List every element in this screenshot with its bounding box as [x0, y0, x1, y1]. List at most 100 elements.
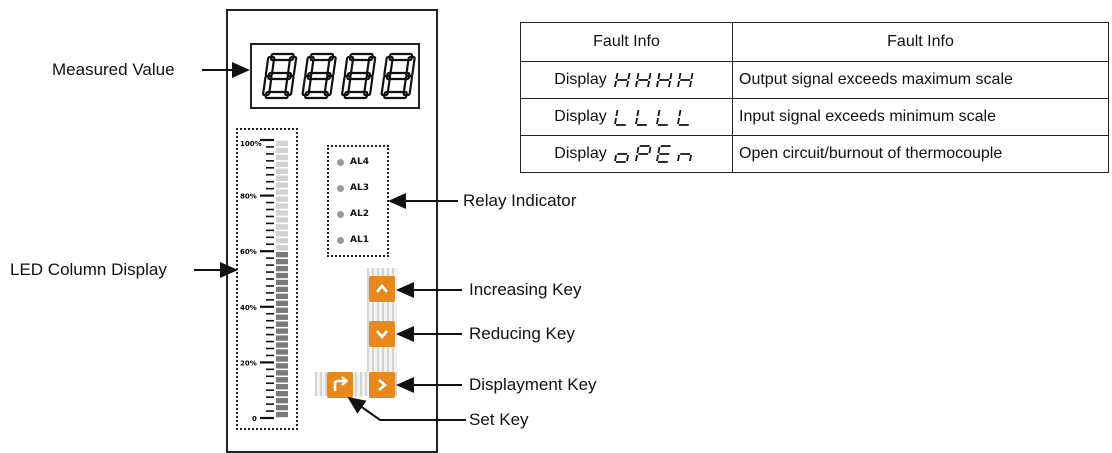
chevron-up-icon	[376, 283, 388, 293]
table-header-cell: Fault Info	[732, 22, 1109, 62]
led-segment	[276, 370, 288, 376]
seven-segment-code	[613, 145, 692, 163]
code-glyph	[655, 145, 671, 163]
seven-segment-code	[613, 110, 689, 126]
reducing-key[interactable]	[369, 321, 395, 347]
set-key[interactable]	[327, 372, 353, 398]
led-segment	[276, 356, 288, 362]
seven-segment-code	[613, 73, 694, 87]
led-segment	[276, 328, 288, 334]
led-segment	[276, 217, 288, 223]
code-segment	[627, 73, 631, 79]
code-glyph	[613, 73, 631, 87]
code-segment	[655, 118, 659, 124]
led-segment	[276, 404, 288, 411]
relay-led-icon	[337, 236, 344, 244]
code-segment	[648, 147, 652, 153]
fault-info-cell: Input signal exceeds minimum scale	[732, 98, 1109, 136]
code-segment	[667, 81, 671, 87]
digit-segment	[306, 71, 332, 81]
relay-label: AL3	[350, 183, 369, 193]
code-glyph	[634, 145, 652, 161]
table-header-cell: Fault Info	[520, 22, 733, 62]
led-segment	[276, 175, 288, 181]
relay-al1: AL1	[337, 235, 369, 245]
fault-info-cell: Open circuit/burnout of thermocouple	[732, 135, 1109, 173]
code-segment	[657, 73, 661, 79]
led-segment	[276, 391, 288, 397]
led-segment	[276, 314, 288, 320]
led-segment	[276, 182, 288, 188]
chevron-right-icon	[378, 379, 388, 391]
led-segment	[276, 321, 288, 327]
led-segment	[276, 161, 288, 167]
set-key-arrow	[347, 396, 466, 421]
seven-segment-digit	[380, 52, 416, 100]
scale-label: 20%	[240, 359, 257, 367]
measured-value-display	[250, 43, 420, 109]
relay-led-icon	[337, 210, 344, 218]
scale-label: 80%	[240, 193, 257, 201]
display-prefix: Display	[554, 71, 607, 89]
code-segment	[676, 118, 680, 124]
relay-indicator-label: Relay Indicator	[463, 191, 577, 210]
code-segment	[636, 73, 640, 79]
relay-label: AL4	[350, 157, 369, 167]
seven-segment-digit	[301, 52, 337, 100]
led-segment	[276, 272, 288, 279]
display-prefix: Display	[554, 108, 607, 126]
fault-code-cell: Display	[520, 98, 733, 136]
led-segment	[276, 258, 288, 265]
relay-al3: AL3	[337, 183, 369, 193]
code-segment	[636, 110, 640, 116]
code-glyph	[613, 110, 626, 126]
code-segment	[688, 81, 692, 87]
callout-arrows	[194, 62, 466, 421]
relay-label: AL2	[350, 209, 369, 219]
led-segment	[276, 293, 288, 300]
code-glyph	[634, 110, 647, 126]
digit-segment	[267, 71, 292, 81]
fault-info-cell: Output signal exceeds maximum scale	[732, 61, 1109, 99]
scale-label: 60%	[240, 248, 257, 256]
led-segment	[276, 224, 288, 230]
led-segment	[276, 265, 288, 272]
code-segment	[615, 73, 619, 79]
led-segment	[276, 411, 288, 418]
relay-led-icon	[337, 184, 344, 192]
code-segment	[678, 73, 682, 79]
reducing-key-label: Reducing Key	[469, 324, 575, 343]
code-glyph	[676, 110, 689, 126]
fault-code-cell: Display	[520, 61, 733, 99]
led-segment	[276, 384, 288, 390]
code-glyph	[634, 73, 652, 87]
relay-led-icon	[337, 158, 344, 166]
led-segment	[276, 335, 288, 341]
code-segment	[613, 81, 617, 87]
increasing-key-label: Increasing Key	[469, 280, 582, 299]
code-segment	[657, 147, 661, 153]
code-segment	[646, 81, 650, 87]
code-glyph	[655, 110, 668, 126]
led-bar-graph: 100%80%60%40%20%0	[240, 138, 288, 423]
code-segment	[648, 73, 652, 79]
seven-segment-digit	[341, 52, 377, 100]
code-segment	[625, 155, 629, 161]
increasing-key[interactable]	[369, 276, 395, 302]
fault-code-cell: Display	[520, 135, 733, 173]
code-segment	[613, 155, 617, 161]
digit-segment	[346, 71, 371, 81]
led-segment	[276, 300, 288, 306]
code-glyph	[613, 153, 629, 163]
led-segment	[276, 252, 288, 258]
led-segment	[276, 245, 288, 251]
code-segment	[657, 110, 661, 116]
displayment-key[interactable]	[369, 372, 395, 398]
scale-label: 0	[252, 415, 257, 423]
code-glyph	[676, 73, 694, 87]
relay-al4: AL4	[337, 157, 369, 167]
led-segment	[276, 203, 288, 209]
code-segment	[676, 81, 680, 87]
led-segment	[276, 189, 288, 195]
table-header-row: Fault Info Fault Info	[520, 22, 1109, 62]
